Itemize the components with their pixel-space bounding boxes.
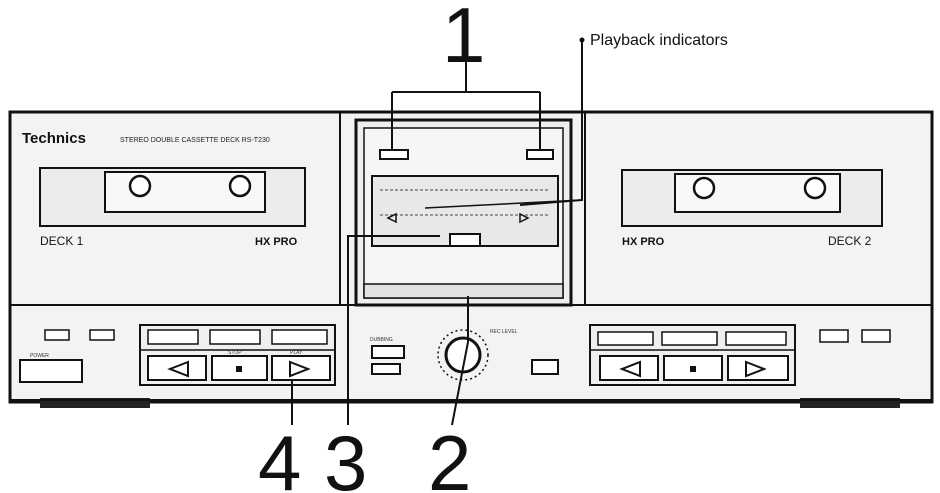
deck1-btn-a: [147, 329, 199, 345]
callout-4-label: 4: [258, 419, 301, 493]
deck1-rew-icon: [167, 360, 189, 378]
callout-2-leader: [451, 296, 469, 426]
deck1-reel-right: [228, 174, 252, 198]
small-btn-2: [89, 329, 115, 341]
dolby-button: [449, 233, 481, 247]
playback-indicator-leader-2: [424, 199, 583, 209]
indicator-left: [379, 149, 409, 160]
deck-base: [40, 398, 150, 408]
deck2-play-icon: [745, 360, 767, 378]
small-btn-1: [44, 329, 70, 341]
stop-label: STOP: [228, 350, 242, 356]
right-small-btn-2: [861, 329, 891, 343]
power-button: [19, 359, 83, 383]
deck2-reel-right: [803, 176, 827, 200]
playback-indicators-label: Playback indicators: [590, 32, 728, 49]
deck2-btn-c: [725, 331, 787, 346]
high-speed-button: [371, 363, 401, 375]
display-arrow-right: [519, 212, 530, 224]
callout-1-label: 1: [442, 0, 485, 79]
power-label: POWER: [30, 353, 49, 359]
deck1-rew-button: [147, 355, 207, 381]
deck2-rew-button: [599, 355, 659, 381]
play-label: PLAY: [290, 350, 303, 356]
right-small-btn-1: [819, 329, 849, 343]
deck1-reel-left: [128, 174, 152, 198]
deck2-btn-a: [597, 331, 654, 346]
rec-level-knob-ring: [437, 329, 489, 381]
deck1-play-button: [271, 355, 331, 381]
deck1-stop-icon: [236, 366, 242, 372]
indicator-right: [526, 149, 554, 160]
callout-3-label: 3: [324, 419, 367, 493]
deck1-btn-c: [271, 329, 328, 345]
deck1-play-icon: [289, 360, 311, 378]
deck2-btn-b: [661, 331, 718, 346]
deck2-stop-icon: [690, 366, 696, 372]
deck1-btn-b: [209, 329, 261, 345]
callout-2-label: 2: [428, 419, 471, 493]
dubbing-button: [371, 345, 405, 359]
dubbing-label: DUBBING: [370, 337, 393, 343]
model-line-label: STEREO DOUBLE CASSETTE DECK RS-T230: [120, 137, 270, 144]
rec-level-label: REC LEVEL: [490, 329, 518, 335]
hx-pro-left-label: HX PRO: [255, 236, 298, 248]
display-arrow-left: [386, 212, 397, 224]
deck1-label: DECK 1: [40, 234, 84, 248]
callout-3-leader: [347, 235, 440, 425]
dolby-nr-button: [531, 359, 559, 375]
brand-label: Technics: [22, 130, 86, 147]
center-bottom-strip: [363, 283, 564, 299]
deck2-rew-icon: [619, 360, 641, 378]
deck2-label: DECK 2: [828, 234, 872, 248]
hx-pro-right-label: HX PRO: [622, 236, 665, 248]
deck-base-right: [800, 398, 900, 408]
deck2-reel-left: [692, 176, 716, 200]
deck2-play-button: [727, 355, 789, 381]
